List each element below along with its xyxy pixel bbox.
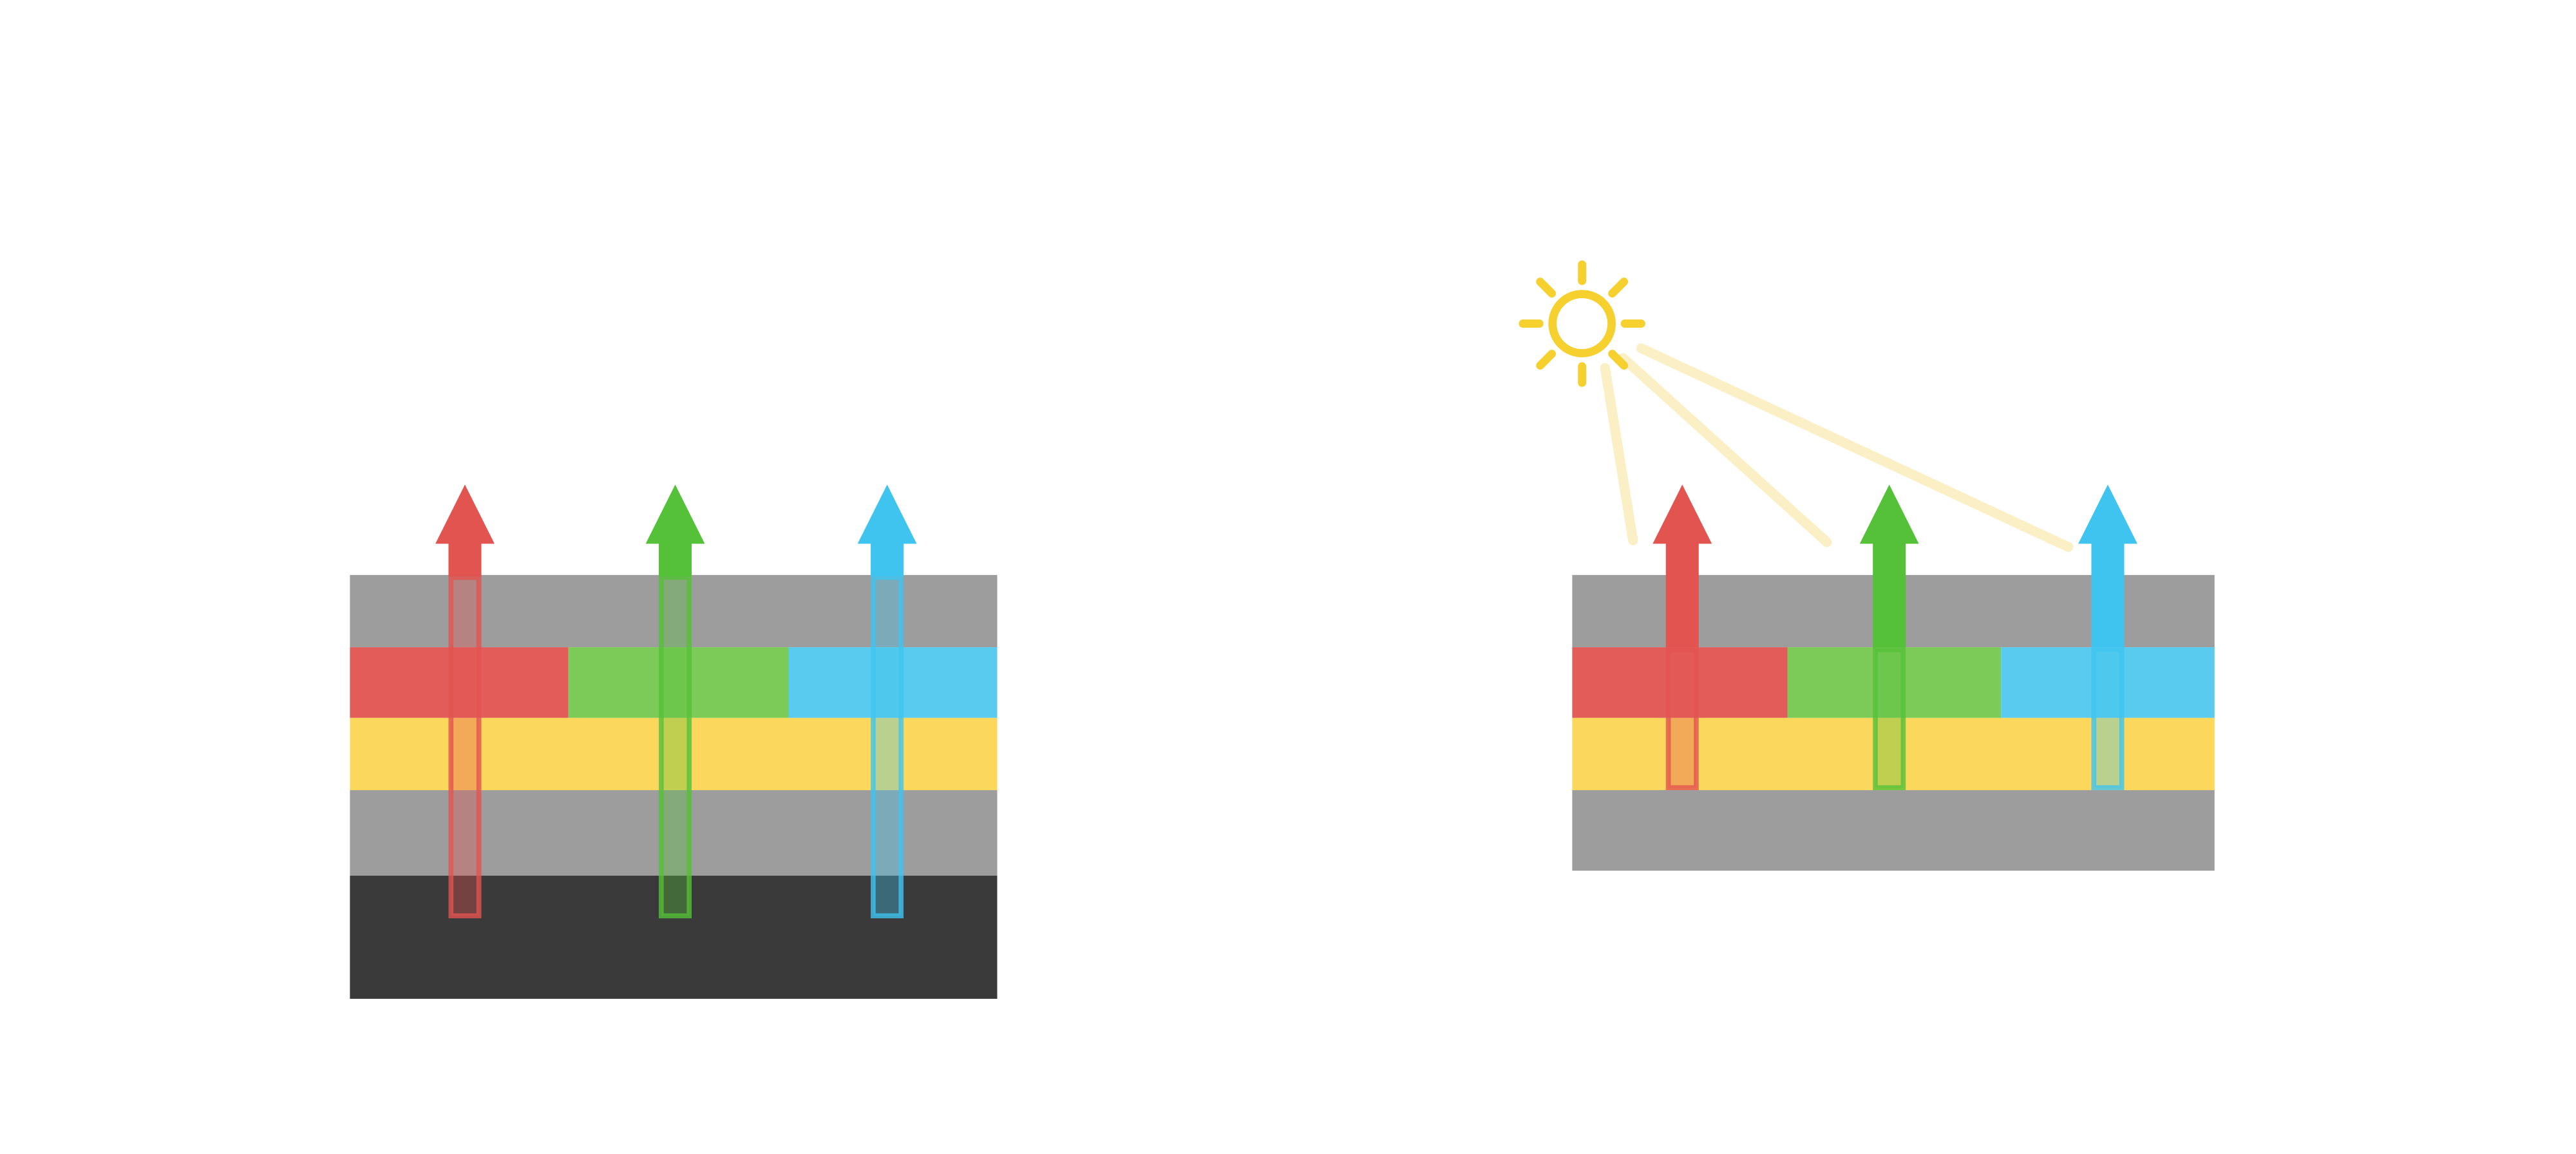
sunbeam-line [1636, 343, 2074, 553]
arrow-shaft-ghost [2091, 647, 2125, 791]
right-green-subpixel [1787, 647, 2002, 718]
sunbeam-line [1600, 363, 1638, 545]
arrow-shaft [2091, 540, 2125, 648]
right-blue-light-arrow [2078, 484, 2137, 791]
arrow-shaft [1665, 540, 1699, 648]
left-rgb-subpixel-layer [350, 647, 998, 718]
arrow-head [645, 484, 705, 544]
arrow-shaft-ghost [871, 574, 904, 919]
sun-disc [1548, 290, 1616, 357]
sun-ray [1536, 278, 1557, 298]
left-green-subpixel [568, 647, 789, 718]
right-yellow-layer [1572, 717, 2215, 791]
left-lower-gray-layer [350, 790, 998, 876]
left-red-subpixel [350, 647, 569, 718]
left-green-light-arrow [645, 484, 705, 919]
right-red-light-arrow [1653, 484, 1712, 791]
sunbeams-group [1600, 343, 2074, 553]
arrow-head [1859, 484, 1919, 544]
left-red-light-arrow [435, 484, 495, 919]
arrow-shaft [658, 540, 692, 577]
arrow-shaft-ghost [448, 574, 482, 919]
sun-ray [1536, 350, 1557, 370]
right-lower-gray-layer [1572, 790, 2215, 871]
arrow-shaft [448, 540, 482, 577]
arrow-shaft-ghost [1873, 647, 1906, 791]
arrow-head [857, 484, 917, 544]
left-top-gray-layer [350, 574, 998, 648]
left-display-stack [350, 574, 998, 999]
sun-ray [1608, 350, 1629, 370]
right-red-subpixel [1572, 647, 1788, 718]
arrow-head [435, 484, 495, 544]
sun-ray [1608, 278, 1629, 298]
arrow-shaft-ghost [658, 574, 692, 919]
left-blue-subpixel [788, 647, 998, 718]
arrow-shaft-ghost [1665, 647, 1699, 791]
sun-and-beams [1519, 260, 2074, 553]
arrow-shaft [1873, 540, 1906, 648]
left-dark-base-layer [350, 875, 998, 999]
right-green-light-arrow [1859, 484, 1919, 791]
arrow-shaft [871, 540, 904, 577]
right-blue-subpixel [2001, 647, 2215, 718]
left-blue-light-arrow [857, 484, 917, 919]
left-yellow-layer [350, 717, 998, 791]
sun-icon [1519, 260, 1645, 387]
arrow-head [1653, 484, 1712, 544]
sunbeam-line [1618, 353, 1832, 547]
right-rgb-subpixel-layer [1572, 647, 2215, 718]
arrow-head [2078, 484, 2137, 544]
